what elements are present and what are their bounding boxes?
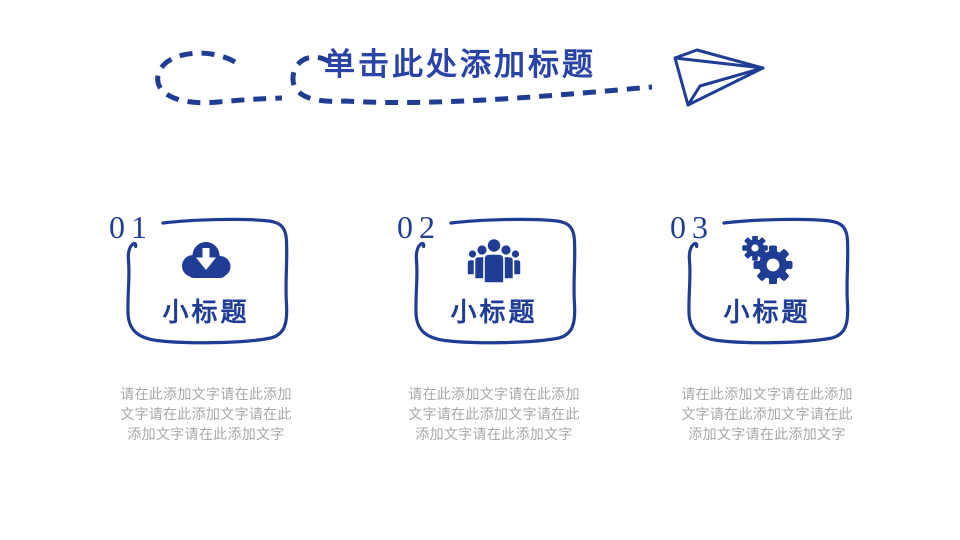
- card-02[interactable]: 02 小标: [397, 211, 583, 350]
- body-line: 请在此添加文字请在此添加: [120, 386, 292, 402]
- card-subtitle[interactable]: 小标题: [450, 298, 538, 327]
- body-line: 文字请在此添加文字请在此: [120, 406, 292, 422]
- card-subtitle[interactable]: 小标题: [723, 298, 811, 327]
- slide-title[interactable]: 单击此处添加标题: [324, 47, 596, 82]
- body-line: 文字请在此添加文字请在此: [408, 406, 580, 422]
- paper-plane-icon: [673, 48, 765, 107]
- body-text-1[interactable]: 请在此添加文字请在此添加 文字请在此添加文字请在此 添加文字请在此添加文字: [96, 384, 316, 444]
- gears-icon: [742, 236, 793, 284]
- hand-drawn-border: [126, 217, 289, 345]
- body-line: 请在此添加文字请在此添加: [681, 386, 853, 402]
- card-01[interactable]: 01 小标题: [109, 211, 295, 350]
- body-text-2[interactable]: 请在此添加文字请在此添加 文字请在此添加文字请在此 添加文字请在此添加文字: [384, 384, 604, 444]
- team-icon: [466, 237, 522, 283]
- body-line: 添加文字请在此添加文字: [127, 426, 285, 442]
- cloud-download-icon: [182, 242, 231, 278]
- card-number: 01: [109, 209, 153, 245]
- hand-drawn-border: [687, 217, 850, 345]
- body-text-3[interactable]: 请在此添加文字请在此添加 文字请在此添加文字请在此 添加文字请在此添加文字: [657, 384, 877, 444]
- card-number: 03: [670, 209, 714, 245]
- card-03[interactable]: 03: [670, 211, 856, 350]
- card-subtitle[interactable]: 小标题: [162, 298, 250, 327]
- hand-drawn-border: [414, 217, 577, 345]
- card-number: 02: [397, 209, 441, 245]
- body-line: 文字请在此添加文字请在此: [681, 406, 853, 422]
- dashed-doodle-line-icon: [155, 50, 653, 106]
- body-line: 请在此添加文字请在此添加: [408, 386, 580, 402]
- body-line: 添加文字请在此添加文字: [415, 426, 573, 442]
- body-line: 添加文字请在此添加文字: [688, 426, 846, 442]
